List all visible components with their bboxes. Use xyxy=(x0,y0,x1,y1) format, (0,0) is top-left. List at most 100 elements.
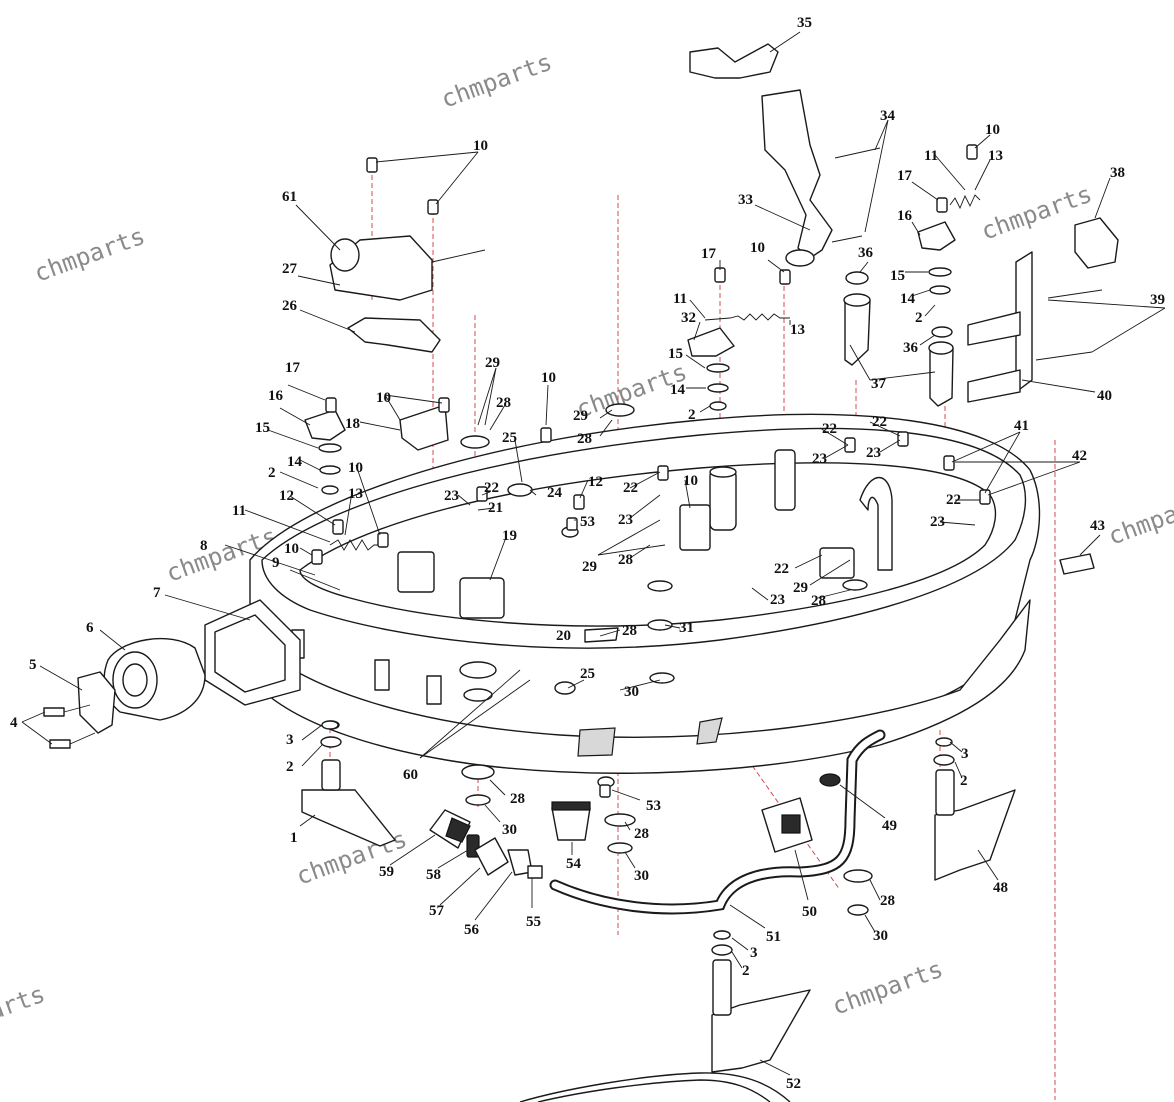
part-36-collar xyxy=(931,326,953,338)
callout-4: 4 xyxy=(10,715,18,731)
part-32-clamp xyxy=(687,327,735,357)
part-38-block xyxy=(1074,217,1119,269)
callout-17: 17 xyxy=(285,360,301,376)
callout-21: 21 xyxy=(488,500,503,516)
part-50-switch xyxy=(761,797,813,853)
callout-28: 28 xyxy=(510,791,525,807)
callout-30: 30 xyxy=(873,928,888,944)
bracket-block xyxy=(397,551,435,593)
cowl-lower-skirt xyxy=(254,599,1031,774)
callout-3: 3 xyxy=(286,732,294,748)
callout-10: 10 xyxy=(750,240,765,256)
washer-set xyxy=(318,267,952,916)
part-35-handle xyxy=(689,43,779,79)
callout-10: 10 xyxy=(541,370,556,386)
watermark: chmparts xyxy=(828,955,946,1021)
callout-36: 36 xyxy=(903,340,919,356)
part-54-cap xyxy=(551,801,591,841)
watermark: chmparts xyxy=(292,825,410,891)
cowl-edge-fragment-inner xyxy=(537,1079,771,1102)
callout-12: 12 xyxy=(279,488,294,504)
part-57-filter xyxy=(474,837,509,876)
part-43-clip xyxy=(1059,553,1095,575)
part-6-cap xyxy=(103,637,206,721)
callout-16: 16 xyxy=(268,388,284,404)
part-51-hose-core xyxy=(551,731,884,913)
cowl-side-pocket xyxy=(696,717,723,745)
callout-22: 22 xyxy=(946,492,961,508)
callout-41: 41 xyxy=(1014,418,1029,434)
callout-56: 56 xyxy=(464,922,480,938)
callout-3: 3 xyxy=(750,945,758,961)
callout-20: 20 xyxy=(556,628,571,644)
callout-22: 22 xyxy=(872,414,887,430)
callout-15: 15 xyxy=(668,346,683,362)
callout-2: 2 xyxy=(742,963,750,979)
callout-53: 53 xyxy=(580,514,595,530)
callout-23: 23 xyxy=(618,512,633,528)
grommet xyxy=(647,580,673,592)
callout-19: 19 xyxy=(502,528,517,544)
part-number-labels: 35 34 33 10 10 10 10 10 10 10 10 11 11 1… xyxy=(10,15,1165,1092)
callout-52: 52 xyxy=(786,1076,801,1092)
callout-8: 8 xyxy=(200,538,208,554)
callout-28: 28 xyxy=(634,826,649,842)
callout-28: 28 xyxy=(496,395,511,411)
callout-16: 16 xyxy=(897,208,913,224)
callout-37: 37 xyxy=(871,376,887,392)
pillar xyxy=(774,449,796,511)
callout-14: 14 xyxy=(670,382,686,398)
callout-40: 40 xyxy=(1097,388,1112,404)
callout-51: 51 xyxy=(766,929,781,945)
callout-9: 9 xyxy=(272,555,280,571)
callout-55: 55 xyxy=(526,914,541,930)
bracket-block xyxy=(819,547,855,579)
callout-29: 29 xyxy=(582,559,597,575)
callout-23: 23 xyxy=(812,451,827,467)
part-40-bracket xyxy=(967,251,1033,403)
watermark: chmparts xyxy=(30,222,148,288)
callout-23: 23 xyxy=(866,445,881,461)
callout-13: 13 xyxy=(348,486,363,502)
part-5-plate xyxy=(77,671,116,734)
callout-3: 3 xyxy=(961,746,969,762)
callout-27: 27 xyxy=(282,261,298,277)
front-lower-bracket-inner xyxy=(214,614,286,693)
callout-5: 5 xyxy=(29,657,37,673)
leader-lines xyxy=(21,31,1166,1076)
callout-33: 33 xyxy=(738,192,753,208)
callout-43: 43 xyxy=(1090,518,1105,534)
callout-14: 14 xyxy=(900,291,916,307)
callout-35: 35 xyxy=(797,15,812,31)
callout-42: 42 xyxy=(1072,448,1087,464)
callout-30: 30 xyxy=(624,684,639,700)
watermark: chmparts xyxy=(0,980,49,1046)
callout-10: 10 xyxy=(348,460,363,476)
callout-2: 2 xyxy=(268,465,276,481)
grommet xyxy=(463,688,493,702)
part-33-bracket xyxy=(761,89,833,267)
callout-29: 29 xyxy=(793,580,808,596)
part-39-bolt xyxy=(1035,351,1093,361)
callout-60: 60 xyxy=(403,767,418,783)
callout-32: 32 xyxy=(681,310,696,326)
callout-28: 28 xyxy=(622,623,637,639)
bracket-block xyxy=(679,504,711,551)
callout-29: 29 xyxy=(485,355,500,371)
callout-34: 34 xyxy=(880,108,896,124)
part-59-elbow xyxy=(429,809,471,849)
callout-14: 14 xyxy=(287,454,303,470)
callout-30: 30 xyxy=(634,868,649,884)
part-61-27-housing xyxy=(329,235,486,301)
callout-10: 10 xyxy=(683,473,698,489)
part-20-plate xyxy=(584,627,619,643)
callout-26: 26 xyxy=(282,298,298,314)
callout-61: 61 xyxy=(282,189,297,205)
callout-2: 2 xyxy=(688,407,696,423)
callout-18: 18 xyxy=(345,416,360,432)
callout-38: 38 xyxy=(1110,165,1125,181)
callout-10: 10 xyxy=(284,541,299,557)
screw-set xyxy=(311,144,991,798)
callout-31: 31 xyxy=(679,620,694,636)
